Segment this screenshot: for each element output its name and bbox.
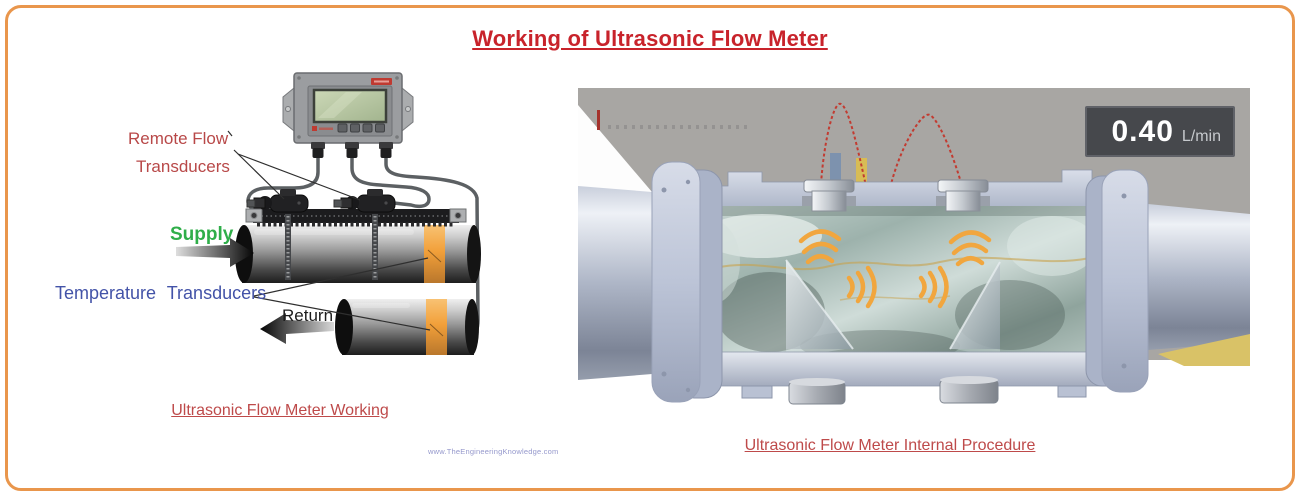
label-return: Return (282, 306, 334, 325)
watermark: www.TheEngineeringKnowledge.com (428, 447, 559, 456)
cable-glands (311, 142, 393, 158)
flow-rate-unit: L/min (1181, 128, 1221, 145)
clamp-straps (285, 214, 378, 280)
label-temperature-transducers: Temperature Transducers (55, 283, 267, 303)
left-caption: Ultrasonic Flow Meter Working (171, 402, 389, 419)
glass-window (684, 206, 1098, 362)
right-caption: Ultrasonic Flow Meter Internal Procedure (744, 437, 1036, 454)
return-left-arrow-icon (260, 313, 334, 344)
controller-screen (312, 88, 388, 124)
page-title: Working of Ultrasonic Flow Meter (472, 26, 828, 51)
leader-lines (227, 130, 431, 331)
sensor-fitting-left (802, 179, 856, 212)
ultrasonic-wave-icon (798, 229, 992, 309)
supply-pipe (235, 225, 481, 283)
background-yellow-post (856, 158, 867, 197)
flow-transducer-right (333, 189, 396, 213)
label-remote-flow-line2: Transducers (136, 157, 230, 176)
flow-transducer-left (246, 189, 309, 213)
right-flange (1085, 169, 1149, 393)
supply-right-arrow-icon (176, 238, 254, 267)
return-pipe (335, 299, 479, 355)
sensor-fitting-right (936, 179, 990, 212)
controller-buttons (337, 123, 385, 133)
flow-rate-value: 0.40 (1111, 115, 1174, 148)
flow-controller (282, 72, 414, 158)
pipe-right (1148, 204, 1250, 350)
label-supply: Supply (170, 224, 234, 245)
flow-rate-display: 0.40 L/min (1085, 106, 1235, 157)
yellow-wedge (1158, 334, 1250, 366)
label-remote-flow-line1: Remote Flow (128, 129, 229, 148)
bottom-ports (788, 376, 999, 405)
sensor-wires (820, 102, 963, 194)
backdrop-red-tick (597, 110, 600, 130)
left-flange (651, 161, 723, 403)
temperature-sensor-band (426, 299, 447, 355)
transducer-rail (245, 208, 467, 227)
meter-housing (684, 169, 1113, 405)
backdrop-tagline-dashes (608, 125, 750, 129)
temperature-sensor-band (424, 225, 445, 283)
background-blue-post (830, 153, 841, 197)
right-render (578, 88, 1250, 405)
left-schematic (176, 72, 481, 355)
